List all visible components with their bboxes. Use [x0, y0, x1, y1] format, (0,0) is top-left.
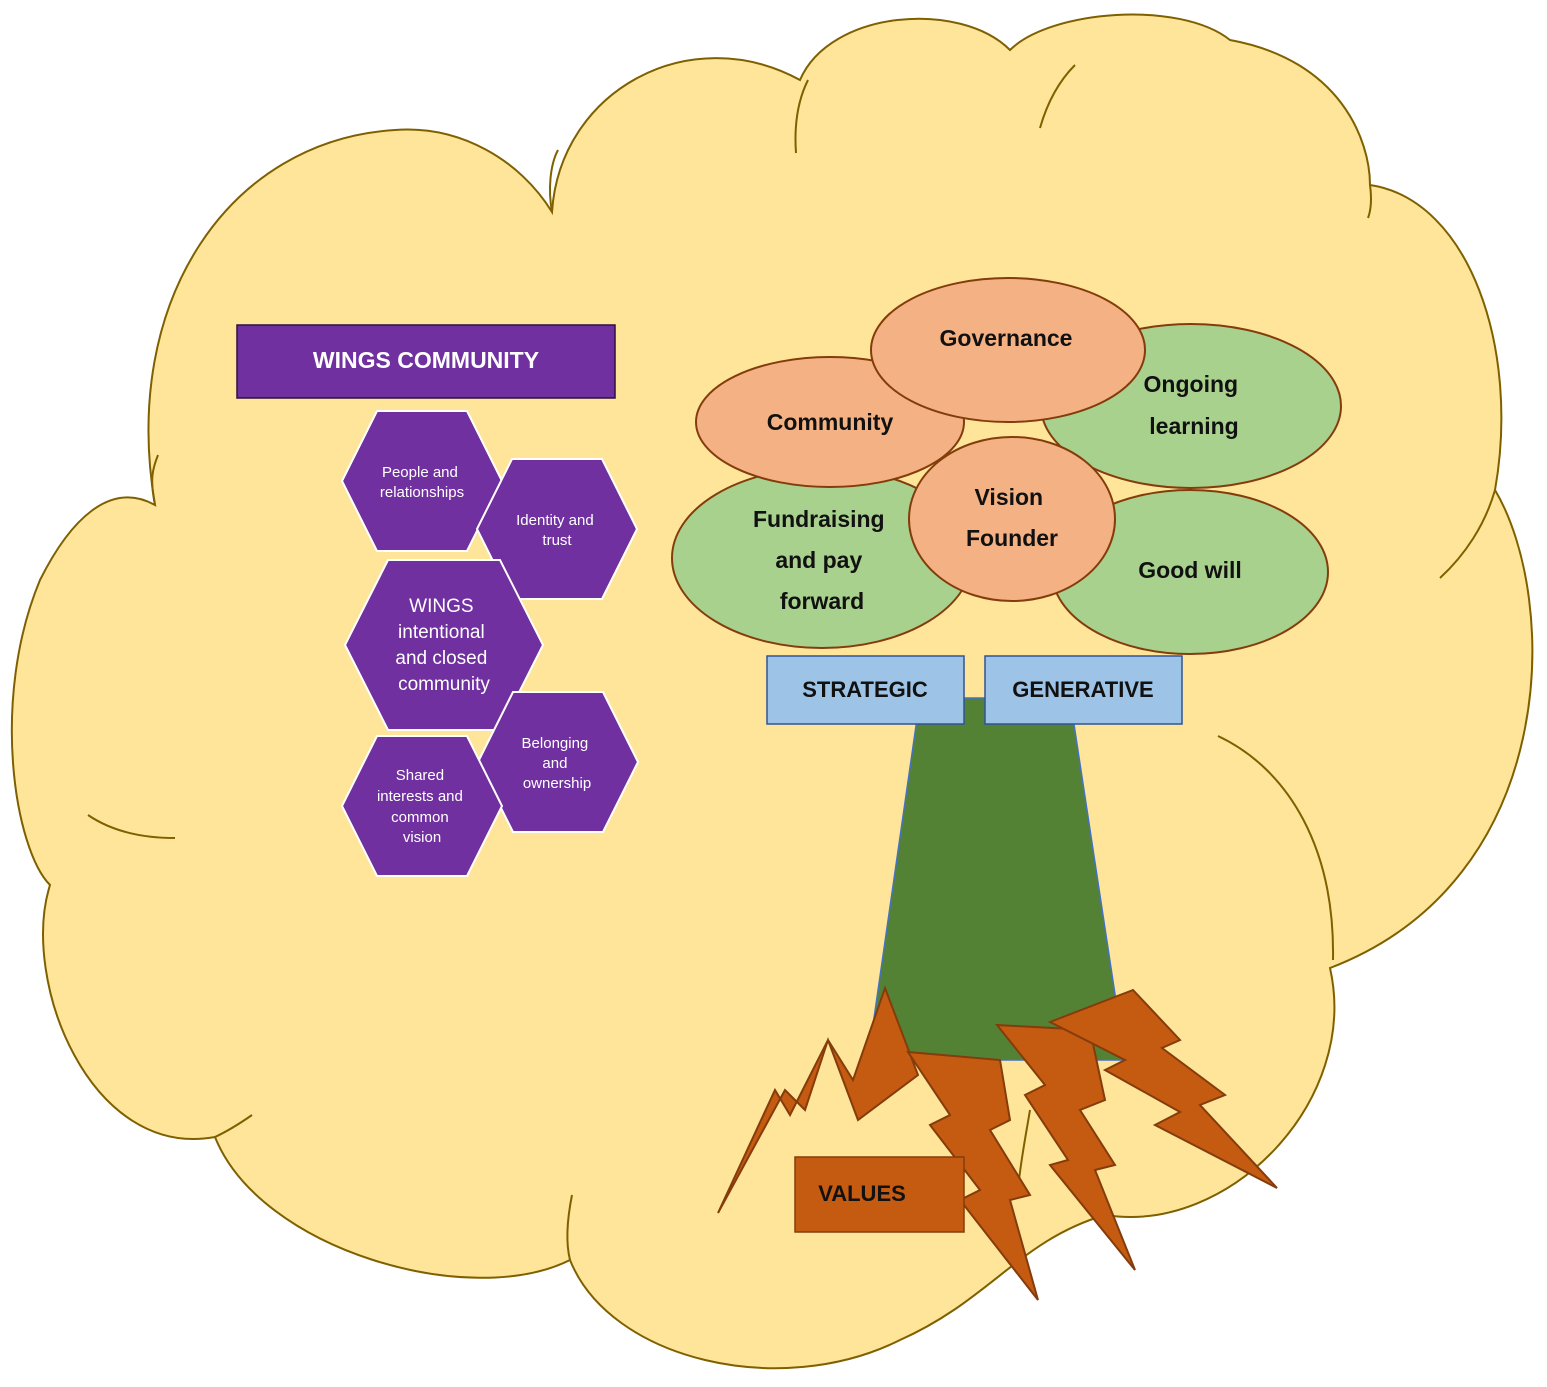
fundraising-label: Fundraising and pay forward — [753, 506, 891, 614]
wings-community-title: WINGS COMMUNITY — [313, 347, 539, 373]
root-bolt-2 — [906, 1050, 1039, 1301]
hexagon-shared-interests — [340, 735, 504, 877]
community-label: Community — [767, 409, 894, 435]
wings-community-title-box: WINGS COMMUNITY — [236, 324, 616, 399]
hexagon-wings-intentional — [343, 559, 545, 731]
values-box: VALUES — [794, 1156, 965, 1233]
values-label: VALUES — [818, 1181, 906, 1206]
ellipse-vision-founder — [908, 436, 1116, 602]
strategic-box: STRATEGIC — [766, 655, 965, 725]
tree-roots — [717, 985, 1278, 1301]
hexagon-belonging-label: Belonging and ownership — [522, 735, 593, 792]
hexagon-cluster: People and relationships Identity and tr… — [340, 410, 640, 877]
hexagon-belonging-and-ownership — [476, 691, 640, 833]
good-will-label: Good will — [1138, 557, 1242, 583]
hexagon-shared-label: Shared interests and common vision — [377, 767, 467, 846]
root-bolt-1 — [717, 985, 920, 1214]
strategic-label: STRATEGIC — [802, 677, 928, 702]
hexagon-center-label: WINGS intentional and closed community — [395, 596, 492, 695]
root-bolt-4 — [1047, 988, 1278, 1189]
root-bolt-3 — [994, 1023, 1136, 1271]
hexagon-people-label: People and relationships — [380, 464, 464, 501]
tree-canopy: Fundraising and pay forward Ongoing lear… — [671, 277, 1342, 655]
ellipse-governance — [870, 277, 1146, 423]
hexagon-identity-label: Identity and trust — [516, 512, 598, 549]
generative-box: GENERATIVE — [984, 655, 1183, 725]
governance-label: Governance — [940, 325, 1073, 351]
vision-founder-label: Vision Founder — [966, 484, 1058, 551]
ongoing-learning-label: Ongoing learning — [1144, 371, 1245, 439]
generative-label: GENERATIVE — [1012, 677, 1153, 702]
